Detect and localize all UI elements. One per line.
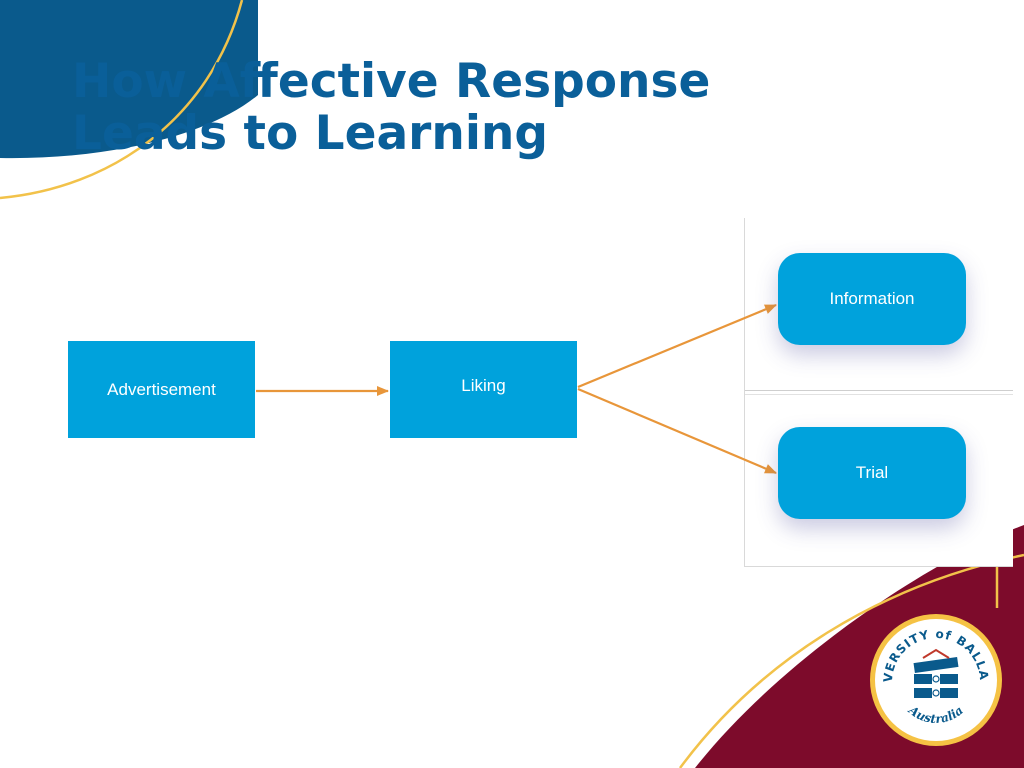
arrow-liking-to-trial [577, 387, 777, 475]
logo-crest [913, 648, 959, 698]
node-trial: Trial [778, 427, 966, 519]
slide-title: How Affective Response Leads to Learning [72, 56, 710, 160]
title-line-1: How Affective Response [72, 54, 711, 109]
panel-divider [745, 390, 1013, 395]
node-advertisement-label: Advertisement [107, 379, 216, 399]
top-left-gold-curve [0, 0, 244, 200]
node-advertisement: Advertisement [68, 341, 255, 438]
university-logo: UNIVERSITY of BALLARAT Australia [868, 612, 1002, 746]
node-information-label: Information [829, 289, 915, 308]
node-information: Information [778, 253, 966, 345]
arrow-liking-to-information [577, 303, 777, 389]
title-line-2: Leads to Learning [72, 106, 549, 161]
bottom-right-gold-curve [678, 553, 1024, 768]
node-liking: Liking [390, 341, 577, 438]
node-liking-label: Liking [461, 375, 506, 395]
top-left-navy-shape [0, 0, 258, 159]
node-trial-label: Trial [855, 463, 889, 482]
logo-subtitle: Australia [905, 702, 966, 726]
